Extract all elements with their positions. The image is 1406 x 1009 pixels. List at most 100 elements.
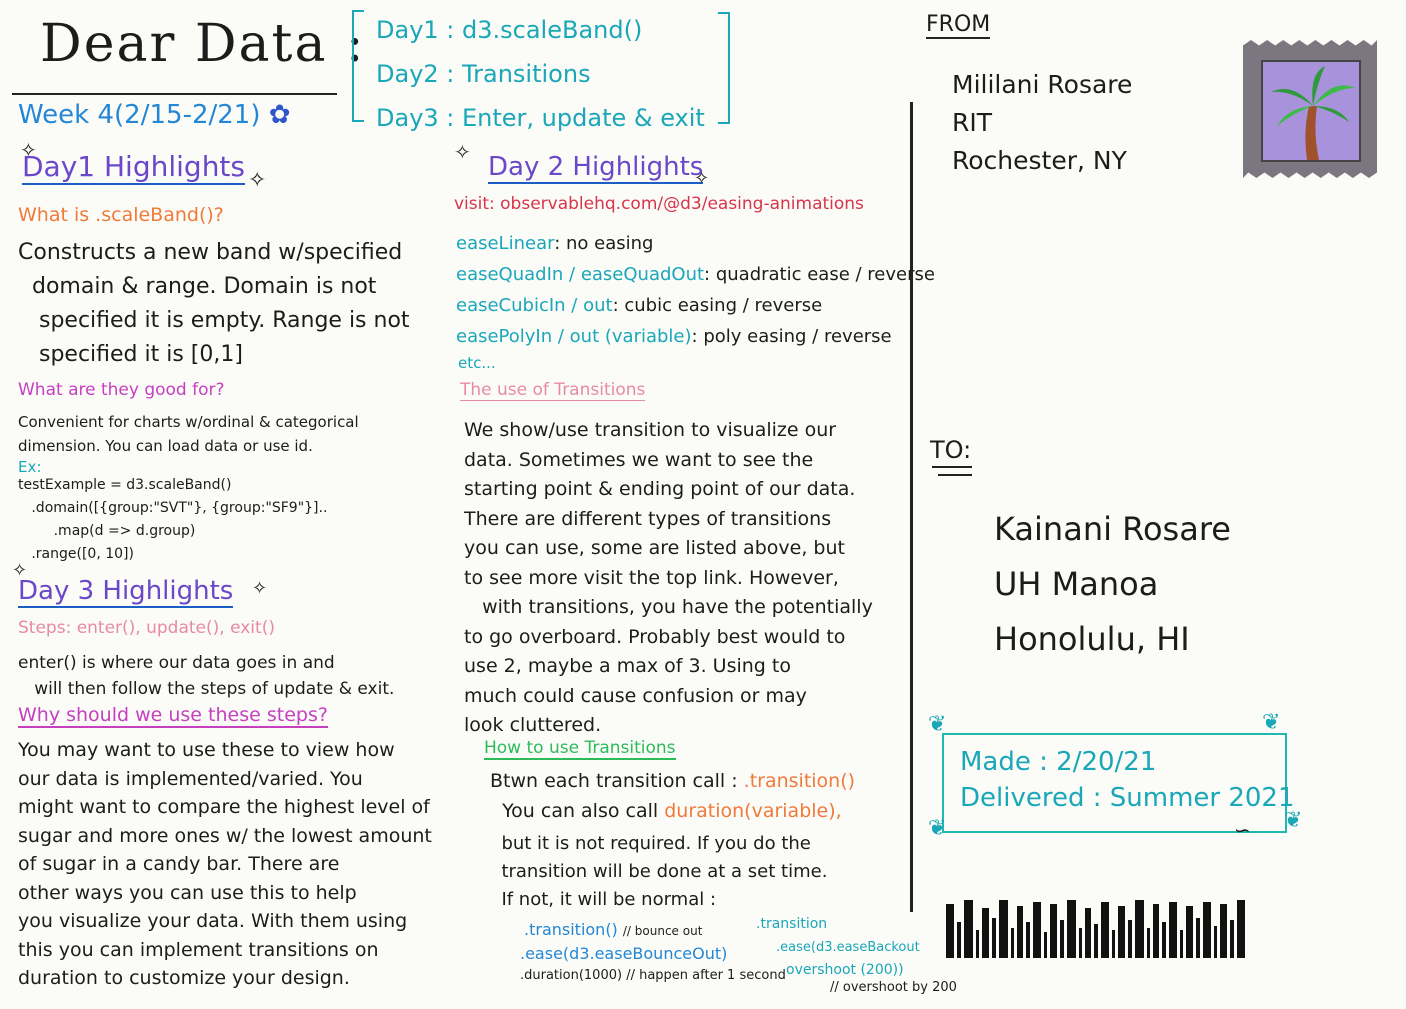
barcode-bar bbox=[1017, 906, 1023, 958]
side-code-2: .ease(d3.easeBackout bbox=[776, 940, 920, 955]
sparkle-icon: ✧ bbox=[454, 140, 471, 164]
barcode-bar bbox=[1162, 922, 1166, 958]
code-note: // bounce out bbox=[622, 924, 703, 938]
made-info: Made : 2/20/21 Delivered : Summer 2021 bbox=[960, 744, 1295, 816]
barcode-bar bbox=[1060, 920, 1064, 958]
sparkle-icon: ✧ bbox=[694, 168, 710, 189]
easing-item: easeCubicIn / out: cubic easing / revers… bbox=[456, 290, 935, 321]
to-name: Kainani Rosare bbox=[994, 510, 1231, 548]
easing-etc: etc... bbox=[458, 354, 496, 372]
barcode-bar bbox=[1147, 928, 1150, 958]
barcode-bar bbox=[957, 922, 961, 958]
postage-stamp bbox=[1243, 40, 1377, 178]
barcode-bar bbox=[1033, 902, 1041, 958]
barcode-bar bbox=[1186, 906, 1193, 958]
side-code-4: // overshoot by 200 bbox=[830, 980, 957, 995]
use-transitions-text: We show/use transition to visualize our … bbox=[464, 419, 873, 736]
sparkle-icon: ✧ bbox=[12, 560, 28, 581]
easing-name: easePolyIn / out (variable) bbox=[456, 326, 692, 347]
barcode-bar bbox=[946, 904, 954, 958]
barcode-bar bbox=[1101, 902, 1109, 958]
from-org: RIT bbox=[952, 108, 993, 137]
barcode-bar bbox=[1079, 928, 1082, 958]
barcode-bar bbox=[1044, 932, 1047, 958]
barcode-bar bbox=[992, 918, 996, 958]
easing-name: easeLinear bbox=[456, 233, 555, 254]
duration-call: duration(variable), bbox=[664, 800, 842, 822]
barcode-bar bbox=[1230, 920, 1234, 958]
code-duration: .duration(1000) // happen after 1 second bbox=[520, 968, 786, 983]
barcode-bar bbox=[976, 930, 979, 958]
sparkle-icon: ✧ bbox=[20, 138, 37, 162]
day1-example-label: Ex: bbox=[18, 458, 42, 476]
day3-question: Why should we use these steps? bbox=[18, 704, 328, 728]
day3-intro: enter() is where our data goes in and wi… bbox=[18, 653, 395, 699]
barcode-bar bbox=[1128, 920, 1132, 958]
day1-answer-2: Convenient for charts w/ordinal & catego… bbox=[18, 413, 359, 455]
agenda-list: Day1 : d3.scaleBand() Day2 : Transitions… bbox=[376, 8, 705, 140]
day1-answer-1: Constructs a new band w/specified domain… bbox=[18, 240, 410, 367]
barcode-bar bbox=[1085, 908, 1091, 958]
title-underline bbox=[12, 93, 337, 95]
from-label: FROM bbox=[926, 12, 991, 39]
barcode-bar bbox=[1067, 900, 1076, 958]
signature-icon: ∽ bbox=[1234, 818, 1251, 842]
day1-heading: Day1 Highlights bbox=[22, 150, 246, 185]
flower-icon: ✿ bbox=[268, 100, 291, 130]
how-to-line-1: Btwn each transition call : .transition(… bbox=[490, 770, 855, 792]
code-line: .transition() bbox=[524, 920, 618, 939]
from-name: Mililani Rosare bbox=[952, 70, 1133, 99]
week-text: Week 4(2/15-2/21) bbox=[18, 100, 261, 130]
side-code-1: .transition bbox=[756, 916, 828, 932]
barcode-bar bbox=[982, 908, 989, 958]
barcode-bar bbox=[1237, 900, 1245, 958]
to-label: TO: bbox=[930, 436, 972, 464]
barcode-bar bbox=[1169, 902, 1177, 958]
barcode-bar bbox=[1094, 924, 1098, 958]
barcode-bar bbox=[1220, 904, 1227, 958]
barcode-bar bbox=[1118, 906, 1125, 958]
postcard-divider bbox=[910, 102, 913, 912]
ribbon-icon: ❦ bbox=[1262, 710, 1281, 735]
sparkle-icon: ✧ bbox=[248, 168, 267, 193]
how-to-line-2: You can also call duration(variable), bbox=[490, 800, 842, 822]
day2-heading: Day 2 Highlights bbox=[488, 152, 704, 184]
barcode-bar bbox=[1196, 918, 1200, 958]
barcode bbox=[946, 898, 1346, 958]
easing-item: easeQuadIn / easeQuadOut: quadratic ease… bbox=[456, 259, 935, 290]
ribbon-icon: ❦ bbox=[928, 816, 947, 841]
week-label: Week 4(2/15-2/21) ✿ bbox=[18, 100, 291, 130]
agenda-item-day1: Day1 : d3.scaleBand() bbox=[376, 16, 643, 44]
agenda-item-day2: Day2 : Transitions bbox=[376, 60, 591, 88]
ribbon-icon: ❦ bbox=[1284, 808, 1303, 833]
code-ease: .ease(d3.easeBounceOut) bbox=[520, 944, 728, 963]
barcode-bar bbox=[1135, 900, 1144, 958]
day1-question-1: What is .scaleBand()? bbox=[18, 204, 224, 226]
easing-desc: : cubic easing / reverse bbox=[612, 295, 823, 316]
day2-visit-link[interactable]: visit: observablehq.com/@d3/easing-anima… bbox=[454, 194, 864, 214]
day3-steps: Steps: enter(), update(), exit() bbox=[18, 618, 275, 638]
day1-question-2: What are they good for? bbox=[18, 380, 225, 400]
made-date: Made : 2/20/21 bbox=[960, 747, 1157, 777]
agenda-item-day3: Day3 : Enter, update & exit bbox=[376, 104, 705, 132]
easing-name: easeCubicIn / out bbox=[456, 295, 613, 316]
from-address: Mililani Rosare RIT Rochester, NY bbox=[952, 66, 1132, 180]
day1-code-example: testExample = d3.scaleBand() .domain([{g… bbox=[18, 477, 328, 562]
side-code-3: overshoot (200)) bbox=[786, 962, 904, 978]
code-transition: .transition() // bounce out bbox=[524, 920, 702, 939]
barcode-bar bbox=[964, 900, 973, 958]
to-address: Kainani Rosare UH Manoa Honolulu, HI bbox=[994, 502, 1231, 667]
barcode-bar bbox=[1112, 930, 1115, 958]
palm-tree-icon bbox=[1261, 60, 1361, 162]
easing-desc: : poly easing / reverse bbox=[691, 326, 892, 347]
use-transitions-heading: The use of Transitions bbox=[460, 380, 646, 401]
barcode-bar bbox=[999, 900, 1008, 958]
easing-list: easeLinear: no easing easeQuadIn / easeQ… bbox=[456, 228, 935, 352]
barcode-bar bbox=[1026, 922, 1030, 958]
barcode-bar bbox=[1203, 902, 1211, 958]
barcode-bar bbox=[1214, 926, 1217, 958]
delivered-date: Delivered : Summer 2021 bbox=[960, 783, 1295, 813]
easing-desc: : no easing bbox=[554, 233, 654, 254]
ribbon-icon: ❦ bbox=[928, 712, 947, 737]
to-city: Honolulu, HI bbox=[994, 620, 1190, 658]
